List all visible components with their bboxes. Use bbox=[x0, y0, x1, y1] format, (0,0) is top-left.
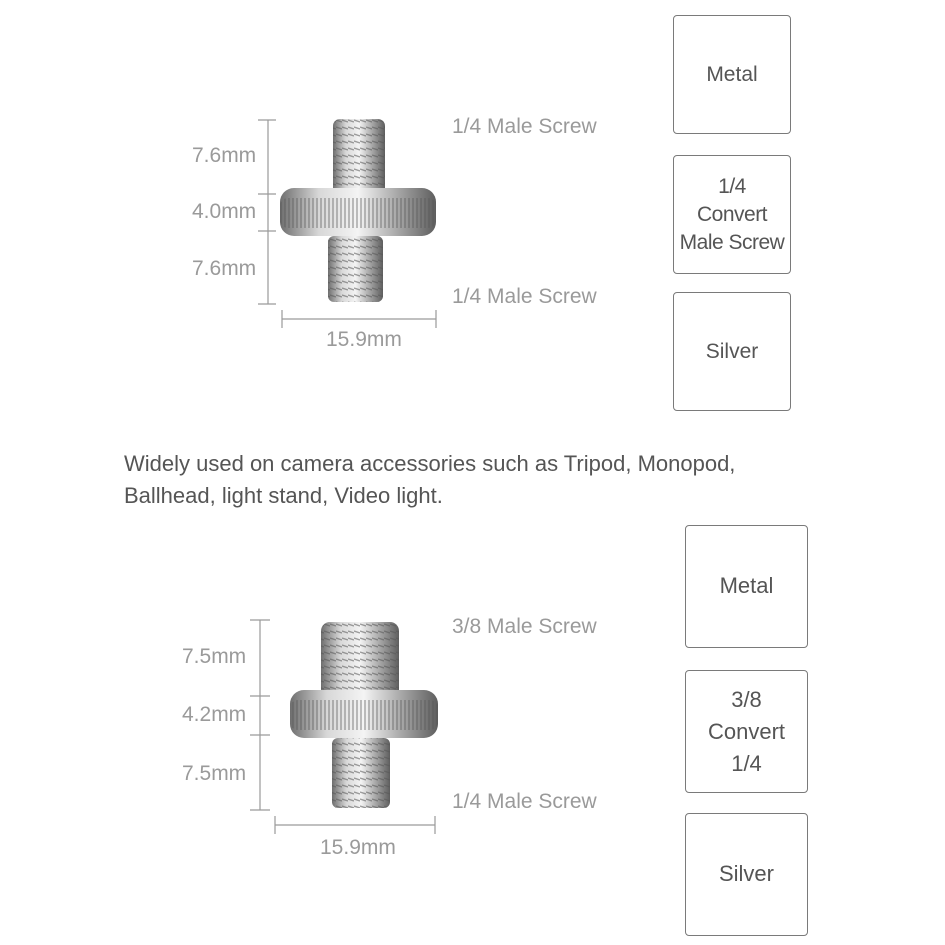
product2-color-text: Silver bbox=[718, 861, 774, 887]
product1-dimension-lines bbox=[258, 119, 437, 328]
product2-dim-bottom: 7.5mm bbox=[182, 762, 247, 785]
product2-dim-middle: 4.2mm bbox=[182, 703, 247, 726]
description-text: Widely used on camera accessories such a… bbox=[124, 451, 736, 508]
product1-dim-top: 7.6mm bbox=[192, 144, 257, 167]
product2-top-label: 3/8 Male Screw bbox=[452, 615, 597, 638]
product1-convert-box: 1/4 Convert Male Screw bbox=[673, 155, 791, 274]
product1-convert-line-2: Convert bbox=[696, 202, 768, 226]
product2-convert-line-3: 1/4 bbox=[731, 750, 762, 776]
product1-dim-middle: 4.0mm bbox=[192, 200, 257, 223]
product1-color-box: Silver bbox=[673, 292, 791, 411]
product2-convert-box: 3/8 Convert 1/4 bbox=[685, 670, 808, 793]
product1-convert-line-1: 1/4 bbox=[718, 174, 746, 198]
product1-top-label: 1/4 Male Screw bbox=[452, 115, 597, 138]
product1-bottom-label: 1/4 Male Screw bbox=[452, 285, 597, 308]
product2-bottom-label: 1/4 Male Screw bbox=[452, 790, 597, 813]
product1-screw-image bbox=[280, 119, 436, 302]
product1-dim-bottom: 7.6mm bbox=[192, 257, 257, 280]
product2-material-box: Metal bbox=[685, 525, 808, 648]
product1-color-text: Silver bbox=[705, 339, 759, 363]
product1-convert-line-3: Male Screw bbox=[679, 230, 785, 254]
product2-convert-line-1: 3/8 bbox=[731, 686, 762, 712]
product1-material-text: Metal bbox=[706, 62, 758, 86]
product2-color-box: Silver bbox=[685, 813, 808, 936]
product2-width: 15.9mm bbox=[320, 836, 396, 859]
product2-convert-line-2: Convert bbox=[707, 718, 786, 744]
product1-material-box: Metal bbox=[673, 15, 791, 134]
product2-material-text: Metal bbox=[719, 573, 774, 599]
product2-screw-image bbox=[290, 622, 438, 808]
product2-dimension-lines bbox=[250, 619, 436, 834]
product1-width: 15.9mm bbox=[326, 328, 402, 351]
product2-dim-top: 7.5mm bbox=[182, 645, 247, 668]
